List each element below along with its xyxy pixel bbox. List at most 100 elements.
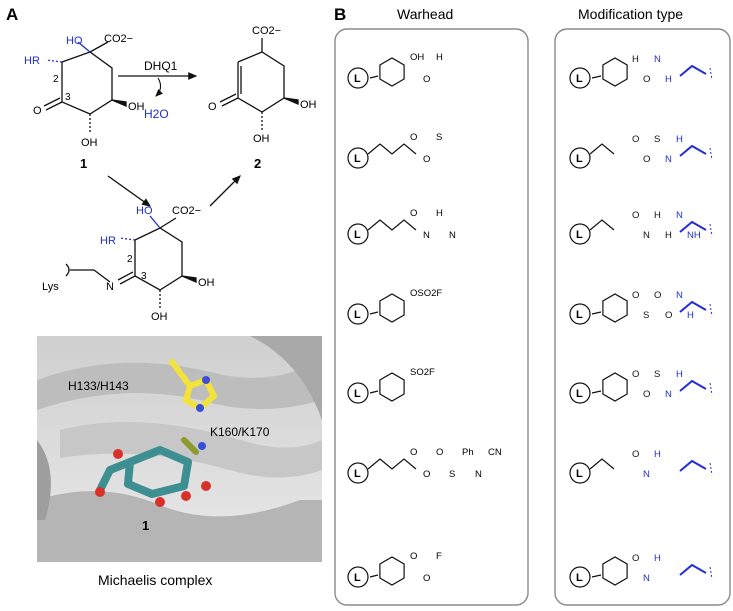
mod-bond bbox=[591, 75, 602, 79]
int-hr-label: HR bbox=[100, 235, 116, 247]
mod-atom-label: O bbox=[632, 369, 639, 380]
c1-ho-label: HO bbox=[66, 35, 83, 47]
mod-atom-label: O bbox=[632, 134, 639, 145]
mod-atom-label: O bbox=[632, 290, 639, 301]
int-oh-right-label: OH bbox=[198, 277, 215, 289]
mod-bond bbox=[591, 574, 602, 578]
mod-atom-label: S bbox=[643, 310, 649, 321]
warhead-atom-label: H bbox=[436, 52, 443, 63]
schiff-base-intermediate bbox=[65, 215, 197, 308]
warhead-ligand-symbol: L bbox=[354, 468, 361, 480]
lysine-attachment-bond bbox=[679, 300, 707, 313]
mod-ligand-symbol: L bbox=[576, 153, 583, 165]
warhead-ligand-symbol: L bbox=[354, 388, 361, 400]
mod-ligand-symbol: L bbox=[576, 468, 583, 480]
warhead-atom-label: N bbox=[423, 230, 430, 241]
c2-oh-bottom-label: OH bbox=[253, 133, 270, 145]
mod-benzene-ring bbox=[602, 556, 628, 586]
lysine-attachment-bond bbox=[679, 459, 707, 472]
warhead-bond bbox=[369, 574, 379, 578]
mod-atom-label: H bbox=[687, 310, 694, 321]
mod-atom-label: O bbox=[632, 553, 639, 564]
protein-structure-image bbox=[37, 336, 322, 562]
mod-atom-label: NH bbox=[687, 230, 701, 241]
warhead-ligand-circle bbox=[347, 303, 369, 325]
compound-1-number: 1 bbox=[80, 156, 87, 171]
lysine-attachment-bond bbox=[679, 563, 707, 576]
modification-column-box bbox=[554, 28, 731, 606]
warhead-atom-label: O bbox=[423, 573, 430, 584]
warhead-benzene-ring bbox=[379, 57, 405, 87]
arrow-to-product bbox=[209, 175, 241, 207]
c1-c3-label: 3 bbox=[65, 92, 71, 103]
int-c2-label: 2 bbox=[127, 254, 133, 265]
c1-c2-label: 2 bbox=[53, 74, 59, 85]
warhead-chain bbox=[367, 143, 417, 155]
warhead-atom-label: O bbox=[410, 208, 417, 219]
mod-atom-label: H bbox=[654, 553, 661, 564]
warhead-atom-label: S bbox=[449, 469, 455, 480]
mod-atom-label: O bbox=[643, 154, 650, 165]
warhead-benzene-ring bbox=[379, 372, 405, 402]
mod-atom-label: S bbox=[654, 369, 660, 380]
warhead-bond bbox=[369, 390, 379, 394]
int-lys-label: Lys bbox=[42, 281, 59, 293]
compound-1-structure bbox=[43, 41, 127, 134]
mod-atom-label: H bbox=[665, 230, 672, 241]
mod-atom-label: H bbox=[676, 134, 683, 145]
warhead-ligand-circle bbox=[347, 223, 369, 245]
mod-atom-label: H bbox=[676, 369, 683, 380]
warhead-column-box bbox=[334, 28, 529, 606]
int-co2-label: CO2− bbox=[172, 205, 201, 217]
mod-chain bbox=[589, 458, 615, 470]
arrow-to-intermediate bbox=[107, 175, 152, 207]
water-label: H2O bbox=[144, 107, 169, 121]
mod-ligand-symbol: L bbox=[576, 73, 583, 85]
warhead-atom-label: O bbox=[410, 551, 417, 562]
warhead-column-title: Warhead bbox=[397, 6, 453, 22]
mod-atom-label: H bbox=[654, 210, 661, 221]
mod-ligand-symbol: L bbox=[576, 229, 583, 241]
warhead-ligand-circle bbox=[347, 67, 369, 89]
compound-2-number: 2 bbox=[254, 156, 261, 171]
warhead-benzene-ring bbox=[379, 293, 405, 323]
mod-atom-label: H bbox=[632, 54, 639, 65]
mod-atom-label: O bbox=[643, 74, 650, 85]
mod-atom-label: N bbox=[676, 290, 683, 301]
mod-ligand-circle bbox=[569, 382, 591, 404]
c1-co2-label: CO2− bbox=[104, 33, 133, 45]
warhead-ligand-circle bbox=[347, 462, 369, 484]
mod-atom-label: N bbox=[643, 230, 650, 241]
warhead-atom-label: OH bbox=[410, 52, 424, 63]
c1-hr-label: HR bbox=[24, 55, 40, 67]
warhead-atom-label: N bbox=[449, 230, 456, 241]
warhead-ligand-circle bbox=[347, 382, 369, 404]
warhead-atom-label: CN bbox=[488, 447, 502, 458]
mod-atom-label: N bbox=[643, 469, 650, 480]
warhead-ligand-symbol: L bbox=[354, 73, 361, 85]
mod-atom-label: N bbox=[665, 389, 672, 400]
mod-ligand-symbol: L bbox=[576, 309, 583, 321]
mod-chain bbox=[589, 219, 615, 231]
lysine-attachment-bond bbox=[679, 144, 707, 157]
int-oh-bottom-label: OH bbox=[151, 311, 168, 323]
c1-oh-right-label: OH bbox=[128, 101, 145, 113]
warhead-atom-label: SO2F bbox=[410, 367, 435, 378]
warhead-atom-label: H bbox=[436, 208, 443, 219]
mod-atom-label: O bbox=[665, 310, 672, 321]
warhead-atom-label: O bbox=[423, 74, 430, 85]
warhead-ligand-symbol: L bbox=[354, 572, 361, 584]
enzyme-label: DHQ1 bbox=[144, 59, 178, 73]
mod-atom-label: N bbox=[665, 154, 672, 165]
ligand-1-model bbox=[96, 446, 192, 498]
warhead-atom-label: F bbox=[436, 551, 442, 562]
lysine-attachment-bond bbox=[679, 64, 707, 77]
int-ho-label: HO bbox=[136, 205, 153, 217]
mod-ligand-circle bbox=[569, 147, 591, 169]
warhead-ligand-circle bbox=[347, 566, 369, 588]
lysine-wavy-cut bbox=[709, 382, 713, 396]
c2-o-label: O bbox=[208, 101, 217, 113]
his-residue-label: H133/H143 bbox=[68, 379, 129, 393]
c2-co2-label: CO2− bbox=[252, 25, 281, 37]
mod-ligand-circle bbox=[569, 67, 591, 89]
